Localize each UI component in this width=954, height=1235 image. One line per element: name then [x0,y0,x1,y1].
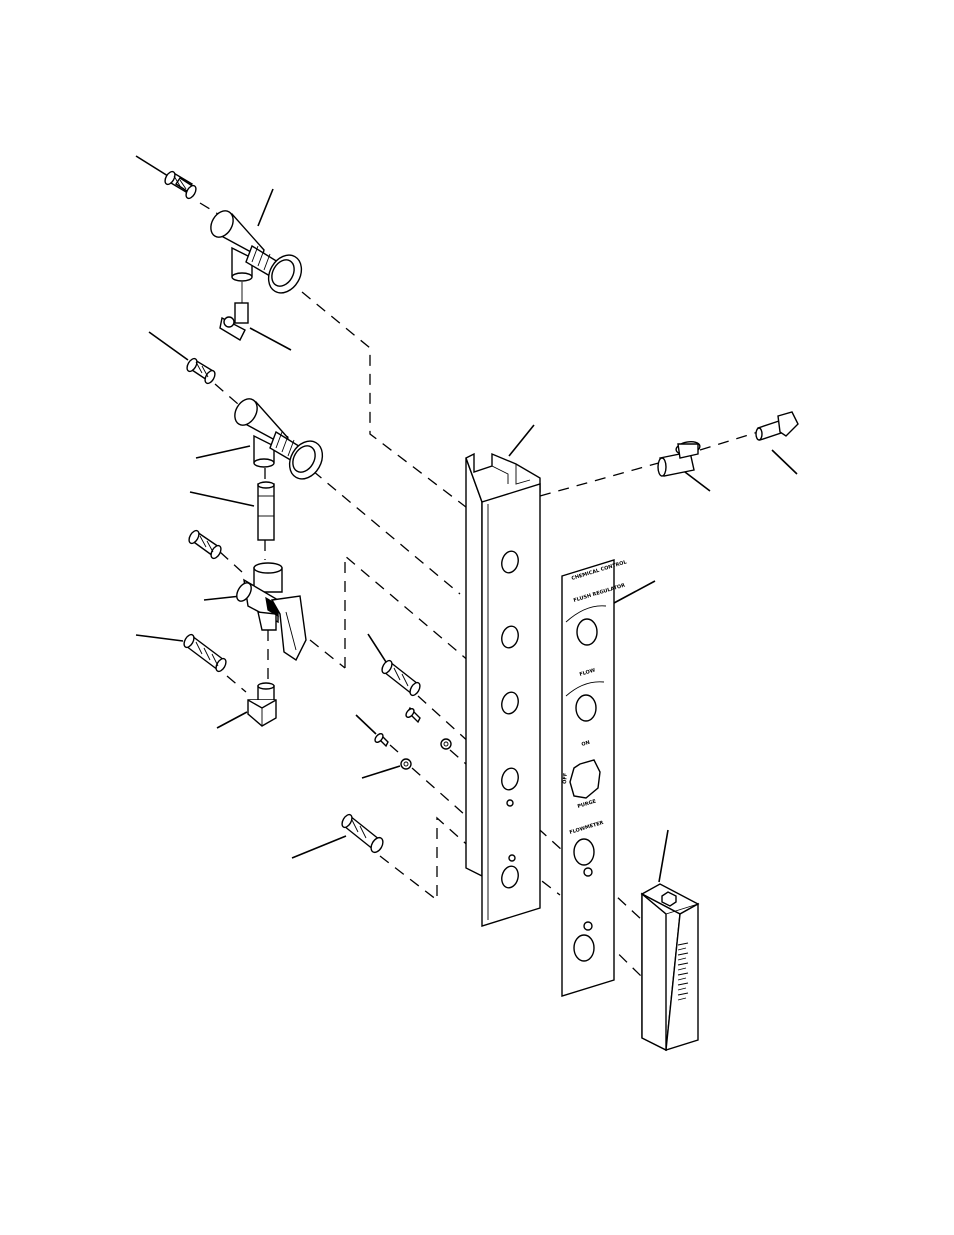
elbow-fitting [247,682,277,727]
leader-lines [135,155,798,883]
panel-label-on: ON [581,740,591,748]
ball-valve [236,562,307,662]
panel-label-flow: FLOW [579,667,597,678]
screws-and-washers [374,706,452,770]
top-hose-barb-fitting [164,170,197,200]
panel-hose-barb-fitting [381,659,421,697]
top-tee-fitting [210,210,303,294]
hex-bolt [755,411,799,441]
mounting-bracket-channel [465,452,541,927]
spacer [657,441,701,477]
flowmeter-body [640,883,700,1052]
top-connector-plug [219,282,249,341]
bracket-holes [501,550,519,889]
middle-hose-barb-fitting [186,357,216,385]
middle-tee-fitting [234,398,324,480]
panel-label-purge: PURGE [577,798,598,809]
panel-label-off: OFF [562,773,569,785]
valve-hose-barb-fitting [188,529,222,560]
flowmeter-scale [677,942,689,1001]
nipple-fitting [257,481,275,541]
control-face-panel: CHEMICAL CONTROL FLUSH REGULATOR FLOW ON… [561,559,628,997]
lower-hose-barb-fitting [183,633,227,673]
bottom-hose-barb-fitting [341,813,384,854]
